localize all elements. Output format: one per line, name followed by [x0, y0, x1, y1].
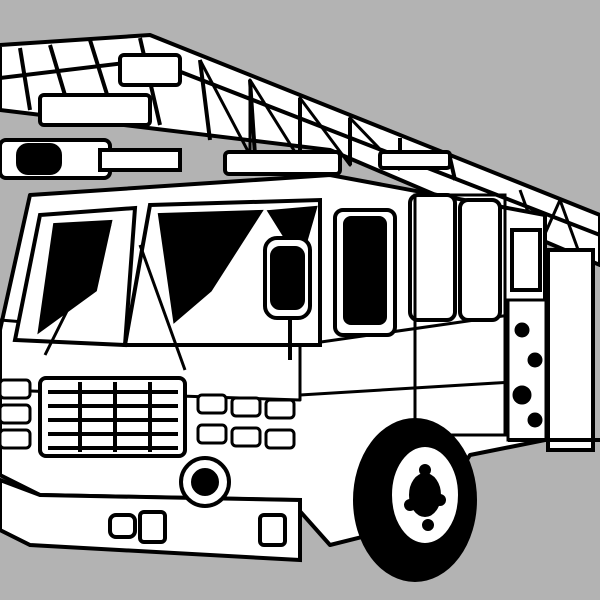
- front-bumper: [0, 456, 302, 563]
- side-mirror: [263, 236, 312, 360]
- front-grille: [38, 376, 187, 458]
- side-windows-and-doors: [333, 193, 595, 452]
- water-monitor-nozzle: [0, 138, 182, 180]
- light-bar: [223, 150, 342, 176]
- front-wheel: [353, 418, 477, 582]
- pump-panel: [506, 298, 600, 442]
- aerial-ladder: [0, 33, 600, 267]
- headlights: [0, 378, 296, 450]
